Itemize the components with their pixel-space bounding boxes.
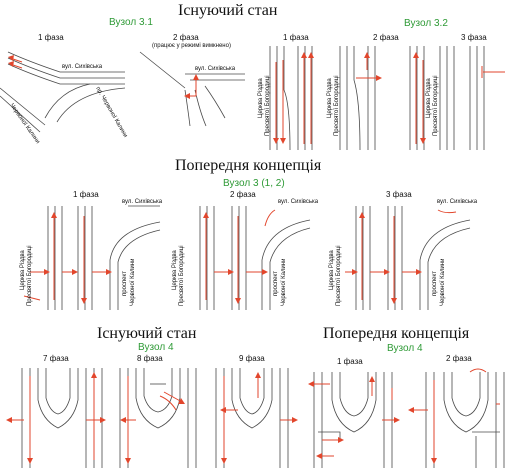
- street-label-sykhivska-c2: вул. Сихівська: [278, 199, 319, 205]
- section-title-existing-bottom: Існуючий стан: [97, 325, 197, 342]
- prospect-label-c3: проспект: [432, 271, 438, 296]
- scheme-3-concept-phase-2: вул. Сихівська Церква Різдва Пресвятої Б…: [172, 199, 319, 310]
- church-label-3a: Церква Різдва: [426, 78, 432, 118]
- section-title-concept-mid: Попередня концепція: [175, 157, 322, 174]
- phase-label-3-2-1: 1 фаза: [283, 33, 309, 42]
- node-label-3-1: Вузол 3.1: [109, 17, 153, 28]
- phase-label-4c-1: 1 фаза: [337, 357, 363, 366]
- church-label-c3b: Пресвятої Богородиці: [336, 245, 342, 306]
- scheme-3-2-phase-3: Церква Різдва Пресвятої Богородиці: [409, 46, 505, 150]
- street-label-pr-kalyny: пр. Червоної Калини: [94, 86, 128, 139]
- scheme-4-phase-7: [6, 368, 106, 468]
- street-label-sykhivska-c3: вул. Сихівська: [437, 199, 478, 205]
- phase-label-3-1-2: 2 фаза: [173, 33, 199, 42]
- church-label-c1a: Церква Різдва: [20, 250, 26, 290]
- kalyny-label-c1: Червоної Калини: [130, 259, 136, 306]
- phase-label-4-7: 7 фаза: [43, 354, 69, 363]
- node-label-4-concept: Вузол 4: [387, 343, 423, 354]
- node-label-3: Вузол 3 (1, 2): [223, 178, 285, 189]
- section-title-existing-top: Існуючий стан: [178, 2, 278, 19]
- phase-label-4c-2: 2 фаза: [446, 354, 472, 363]
- section-title-concept-bottom: Попередня концепція: [323, 325, 470, 342]
- church-label-2a: Церква Різдва: [327, 78, 333, 118]
- street-label-kalyny-1: Червоної Калини: [8, 103, 40, 145]
- phase-label-4-9: 9 фаза: [239, 354, 265, 363]
- church-label-1b: Пресвятої Богородиці: [265, 75, 271, 136]
- scheme-3-concept-phase-1: вул. Сихівська Церква Різдва Пресвятої Б…: [20, 199, 163, 310]
- phase-label-3-1-1: 1 фаза: [38, 33, 64, 42]
- church-label-1a: Церква Різдва: [258, 78, 264, 118]
- street-label-sykhivska-2: вул. Сихівська: [195, 66, 236, 72]
- scheme-3-concept-phase-3: вул. Сихівська Церква Різдва Пресвятої Б…: [329, 199, 478, 310]
- phase-label-3-2-2: 2 фаза: [373, 33, 399, 42]
- phase-label-3-2: 2 фаза: [230, 190, 256, 199]
- scheme-4-concept-phase-2: [408, 368, 505, 468]
- phase-label-4-8: 8 фаза: [137, 354, 163, 363]
- scheme-4-concept-phase-1: [308, 372, 400, 468]
- church-label-c2a: Церква Різдва: [172, 250, 178, 290]
- kalyny-label-c3: Червоної Калини: [440, 259, 446, 306]
- phase-label-3-2-3: 3 фаза: [461, 33, 487, 42]
- church-label-c2b: Пресвятої Богородиці: [179, 245, 185, 306]
- scheme-3-1-phase-2: вул. Сихівська: [139, 51, 245, 127]
- phase-label-3-3: 3 фаза: [386, 190, 412, 199]
- node-label-4-existing: Вузол 4: [138, 342, 174, 353]
- scheme-3-2-phase-2: Церква Різдва Пресвятої Богородиці: [327, 46, 382, 151]
- phase-label-3-1: 1 фаза: [73, 190, 99, 199]
- scheme-3-2-phase-1: Церква Різдва Пресвятої Богородиці: [258, 46, 314, 151]
- kalyny-label-c2: Червоної Калини: [281, 259, 287, 306]
- scheme-4-phase-9: [215, 368, 298, 468]
- scheme-3-1-phase-1: вул. Сихівська Червоної Калини пр. Черво…: [0, 51, 128, 145]
- church-label-c3a: Церква Різдва: [329, 250, 335, 290]
- church-label-c1b: Пресвятої Богородиці: [27, 245, 33, 306]
- scheme-4-phase-8: [119, 368, 197, 468]
- church-label-3b: Пресвятої Богородиці: [433, 75, 439, 136]
- church-label-2b: Пресвятої Богородиці: [334, 75, 340, 136]
- prospect-label-c2: проспект: [273, 271, 279, 296]
- node-label-3-2: Вузол 3.2: [404, 18, 448, 29]
- street-label-sykhivska-c1: вул. Сихівська: [122, 199, 163, 205]
- street-label-sykhivska-1: вул. Сихівська: [62, 64, 103, 70]
- note-warning-mode: (працює у режимі вимкнено): [152, 43, 231, 49]
- prospect-label-c1: проспект: [122, 271, 128, 296]
